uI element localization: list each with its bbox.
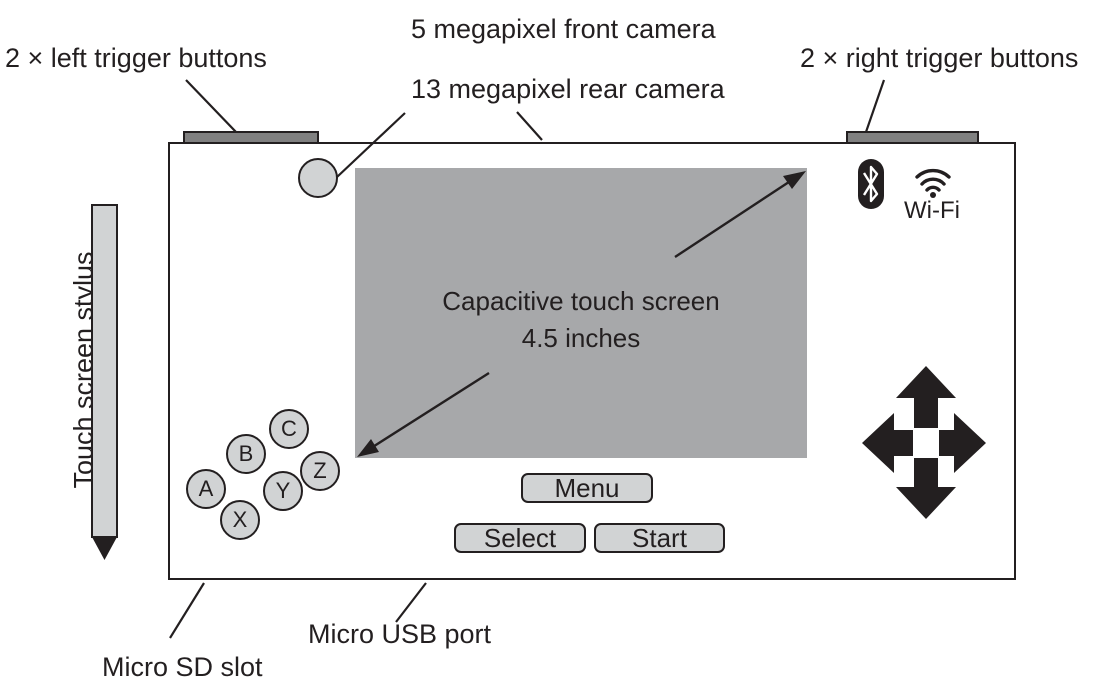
micro-usb-leader (395, 582, 427, 623)
screen-label-line2: 4.5 inches (521, 323, 641, 353)
left-trigger-buttons (183, 131, 319, 144)
face-button-z: Z (300, 451, 340, 491)
wifi-label: Wi-Fi (904, 197, 960, 224)
diagonal-arrow-upper (674, 176, 796, 259)
face-button-y: Y (263, 471, 303, 511)
stylus-pen (91, 204, 118, 560)
micro-sd-leader (169, 582, 205, 639)
bluetooth-icon (858, 159, 884, 209)
micro-sd-label: Micro SD slot (102, 652, 263, 682)
front-camera-label: 5 megapixel front camera (411, 14, 716, 44)
diagonal-arrow-lower (367, 371, 490, 452)
right-triggers-leader (864, 79, 886, 133)
right-trigger-buttons (846, 131, 979, 144)
face-button-x: X (220, 500, 260, 540)
dpad-icon (862, 366, 986, 519)
rear-camera-label: 13 megapixel rear camera (411, 74, 725, 104)
left-triggers-label: 2 × left trigger buttons (5, 43, 267, 73)
face-button-c: C (269, 409, 309, 449)
face-button-b: B (226, 434, 266, 474)
start-button: Start (594, 523, 725, 553)
menu-button: Menu (521, 473, 653, 503)
wifi-icon (915, 168, 951, 198)
rear-camera-leader (336, 112, 406, 178)
left-triggers-leader (185, 79, 237, 133)
micro-usb-label: Micro USB port (308, 619, 492, 649)
right-triggers-label: 2 × right trigger buttons (800, 43, 1079, 73)
select-button: Select (454, 523, 586, 553)
screen-label-line1: Capacitive touch screen (442, 286, 720, 316)
front-camera-leader (516, 111, 543, 141)
face-button-a: A (186, 469, 226, 509)
rear-camera (298, 158, 338, 198)
